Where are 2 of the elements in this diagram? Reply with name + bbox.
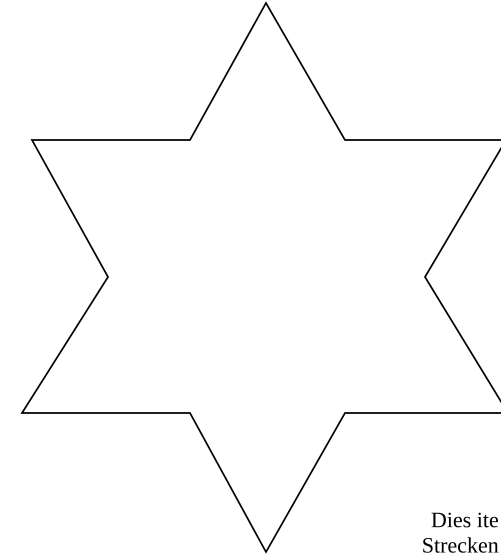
note-text: Dies ite <box>432 512 498 528</box>
note-text: Strecken <box>423 537 498 553</box>
